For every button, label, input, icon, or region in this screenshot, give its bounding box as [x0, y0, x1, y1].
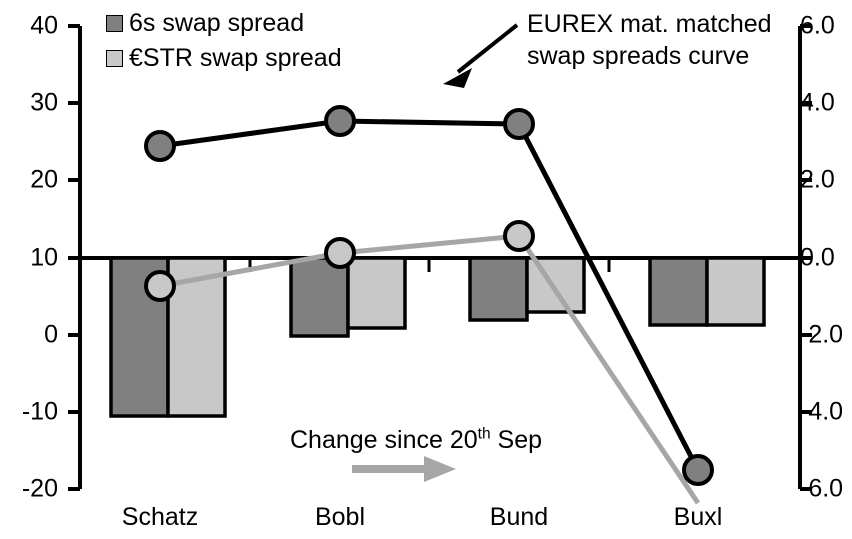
- y-left-tick-neg10: -10: [21, 397, 58, 426]
- series-line-eurex: [144, 105, 714, 486]
- marker-change-bobl: [324, 237, 356, 269]
- bar-group-bund: [468, 256, 586, 322]
- x-tick-bobl: Bobl: [314, 503, 366, 531]
- y-left-tick-20: 20: [30, 165, 58, 194]
- marker-change-bund: [503, 220, 535, 252]
- change-direction-arrow-icon: [352, 456, 456, 482]
- y-left-tick-neg20: -20: [21, 474, 58, 503]
- legend-swatch-6s-icon: [106, 15, 123, 32]
- annotation-change-prefix: Change since 20: [290, 426, 478, 454]
- bar-estr-buxl: [705, 256, 766, 327]
- annotation-eurex-curve-line1: EUREX mat. matched: [527, 10, 772, 38]
- y-left-tick-10: 10: [30, 243, 58, 272]
- bar-6s-buxl: [648, 256, 709, 327]
- marker-eurex-bund: [503, 108, 535, 140]
- x-tick-bund: Bund: [489, 503, 549, 531]
- marker-eurex-buxl: [682, 454, 714, 486]
- bar-estr-bobl: [346, 256, 407, 330]
- y-axis-left-labels: 40 30 20 10 0 -10 -20: [0, 0, 58, 539]
- x-tick-schatz: Schatz: [121, 503, 199, 531]
- bar-6s-bobl: [289, 256, 350, 338]
- legend-item-6s-swap-spread[interactable]: 6s swap spread: [106, 8, 342, 39]
- legend-item-estr-swap-spread[interactable]: €STR swap spread: [106, 43, 342, 74]
- marker-eurex-bobl: [324, 105, 356, 137]
- legend-swatch-estr-icon: [106, 50, 123, 67]
- annotation-pointer-arrow-icon: [443, 23, 519, 88]
- marker-change-schatz: [144, 270, 176, 302]
- bar-group-buxl: [648, 256, 766, 327]
- bar-6s-bund: [468, 256, 529, 322]
- y-left-tick-40: 40: [30, 11, 58, 40]
- axis-ticks-right: [800, 24, 812, 491]
- legend-label-estr: €STR swap spread: [129, 44, 342, 72]
- annotation-eurex-curve-line2: swap spreads curve: [527, 42, 750, 70]
- marker-eurex-schatz: [144, 130, 176, 162]
- bar-estr-bund: [525, 256, 586, 314]
- axis-ticks-left: [68, 24, 80, 491]
- x-tick-buxl: Buxl: [673, 503, 723, 531]
- annotation-eurex-curve: EUREX mat. matched swap spreads curve: [527, 8, 772, 72]
- bar-group-bobl: [289, 256, 407, 338]
- legend-label-6s: 6s swap spread: [129, 9, 305, 37]
- legend: 6s swap spread €STR swap spread: [106, 8, 342, 74]
- y-left-tick-0: 0: [44, 320, 58, 349]
- y-left-tick-30: 30: [30, 88, 58, 117]
- series-line-change: [144, 220, 701, 505]
- annotation-change-superscript: th: [477, 425, 491, 443]
- annotation-change-since: Change since 20th Sep: [290, 425, 543, 454]
- annotation-change-suffix: Sep: [490, 426, 543, 454]
